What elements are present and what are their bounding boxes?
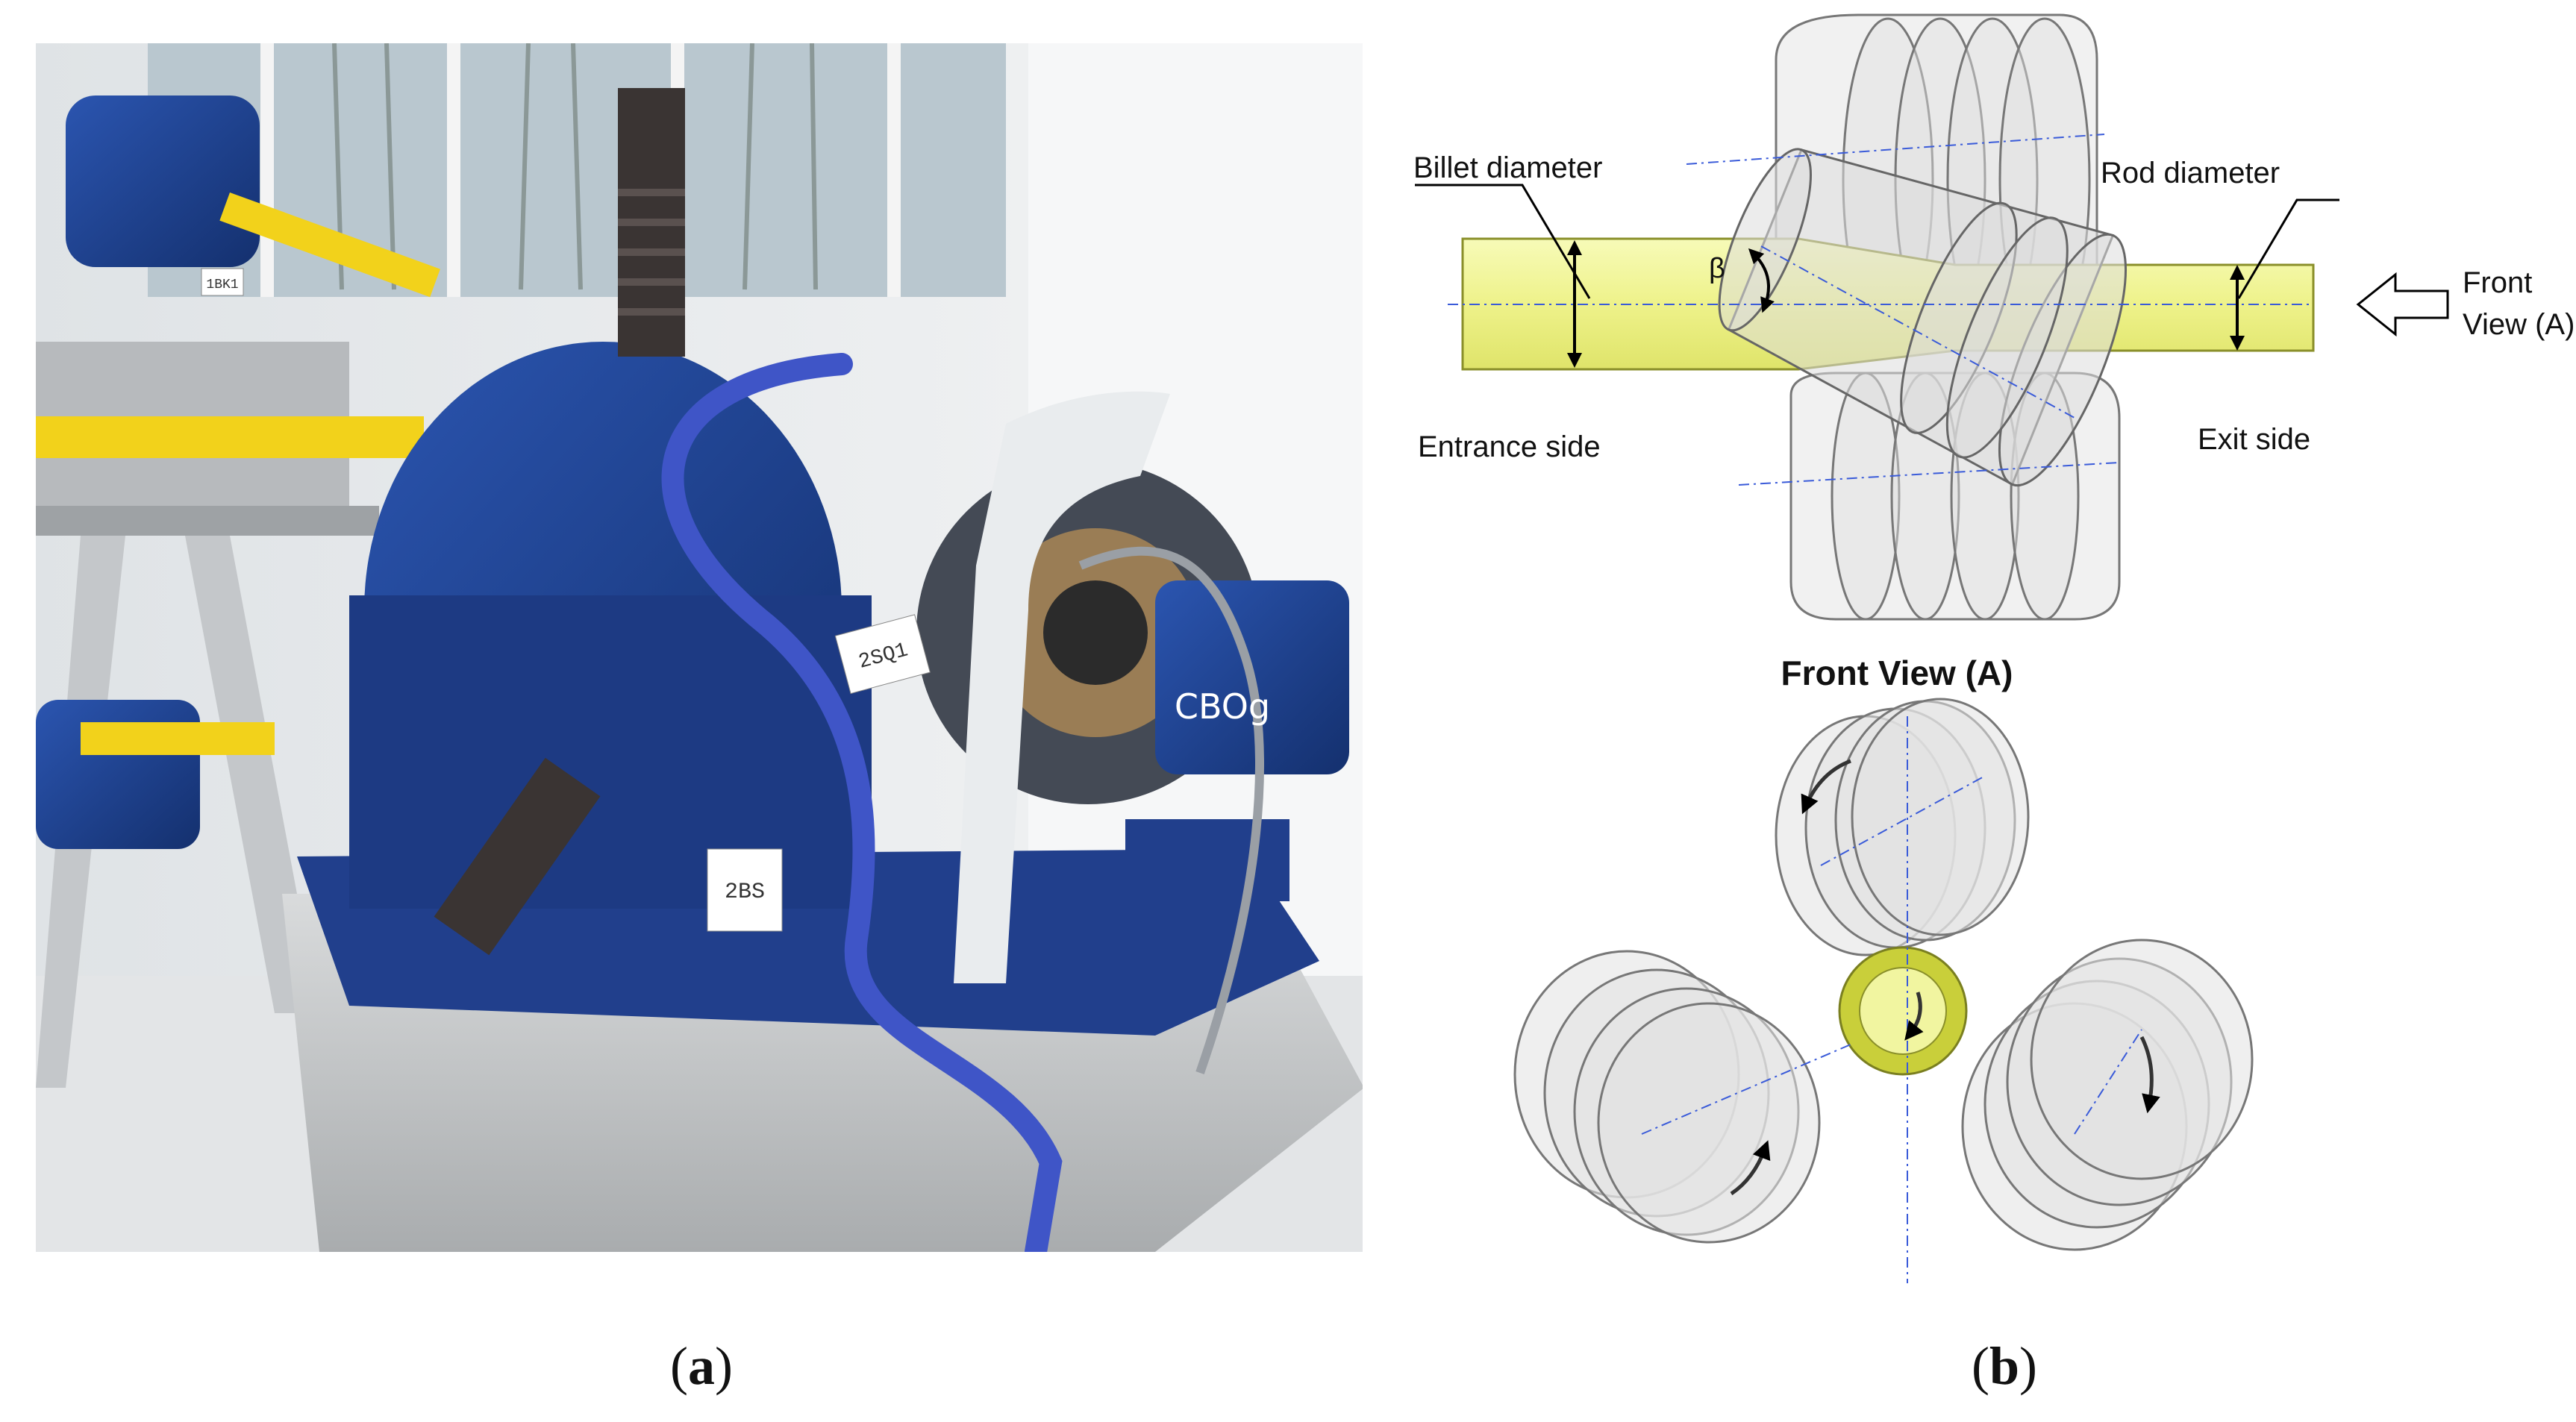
entrance-side-label: Entrance side bbox=[1418, 430, 1601, 463]
upper-shaft bbox=[219, 192, 440, 298]
beta-symbol: β bbox=[1709, 253, 1725, 284]
front-view-label-line1: Front bbox=[2463, 266, 2532, 299]
machine-photo: 1BK1 2SQ1 2BS CBOg bbox=[36, 43, 1363, 1252]
rolling-scheme-diagram: Billet diameter Rod diameter β Entrance … bbox=[1413, 13, 2575, 1283]
svg-text:1BK1: 1BK1 bbox=[206, 278, 238, 292]
front-right-roll bbox=[1961, 939, 2254, 1251]
top-motor bbox=[66, 95, 260, 267]
billet-diameter-label: Billet diameter bbox=[1413, 151, 1602, 184]
front-top-roll bbox=[1775, 698, 2030, 956]
left-shaft bbox=[36, 416, 424, 458]
svg-text:2BS: 2BS bbox=[725, 880, 765, 905]
guard-bracket bbox=[954, 391, 1170, 983]
tag-1bk1: 1BK1 bbox=[201, 268, 244, 296]
tag-2sq1: 2SQ1 bbox=[834, 614, 931, 695]
exit-side-label: Exit side bbox=[2198, 423, 2310, 456]
front-view-title: Front View (A) bbox=[1781, 654, 2013, 692]
panel-label-b: (b) bbox=[1971, 1336, 2037, 1396]
front-view-label-line2: View (A) bbox=[2463, 308, 2575, 341]
panel-label-a: (a) bbox=[670, 1336, 733, 1396]
blue-hose bbox=[661, 353, 1063, 1252]
front-view-arrow bbox=[2356, 272, 2449, 337]
rod-diameter-label: Rod diameter bbox=[2101, 157, 2280, 190]
middle-roll bbox=[1718, 148, 2128, 487]
front-left-roll bbox=[1513, 950, 1821, 1244]
tag-2bs: 2BS bbox=[707, 848, 783, 932]
gearbox-marking: CBOg bbox=[1175, 686, 1270, 727]
